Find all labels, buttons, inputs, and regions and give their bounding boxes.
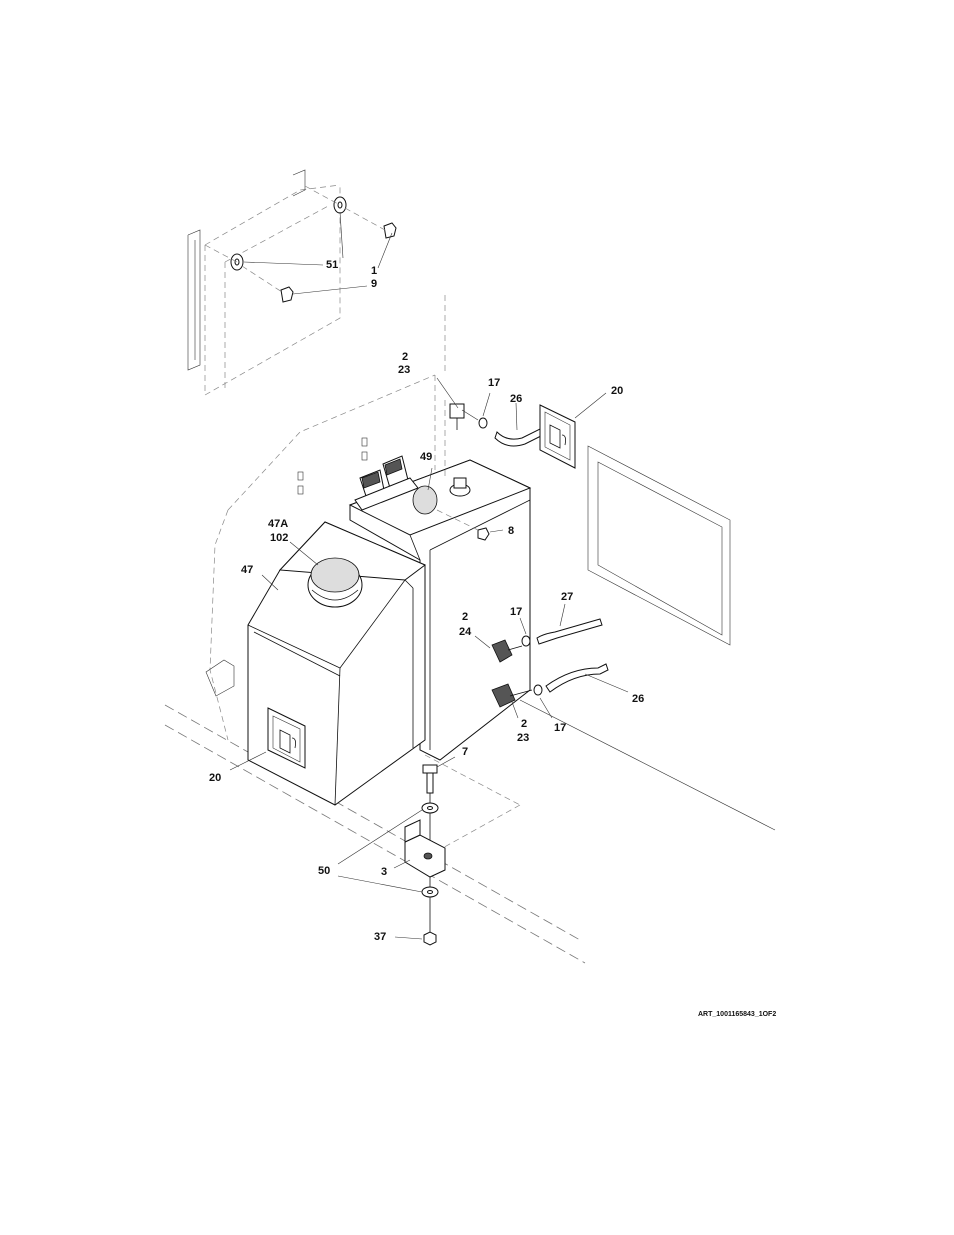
leader-51 [339,211,344,259]
ghost-mount-panel [205,295,446,741]
axis-line [344,207,386,231]
hose-26-lower [545,663,609,693]
callout-47: 47 [241,564,253,576]
callout-20-lower: 20 [209,772,221,784]
leader-50 [337,809,423,865]
leader-27 [559,603,566,627]
breather-fitting [449,477,471,497]
callout-3: 3 [381,866,387,878]
leader-3 [393,859,411,869]
washer-51-upper [333,196,347,214]
callout-51: 51 [326,259,338,271]
decal-20-top [539,404,576,469]
clamp-17-mid [521,635,531,647]
callout-2-top: 2 [402,351,408,363]
callout-23-top: 23 [398,364,410,376]
callout-17-top: 17 [488,377,500,389]
hose-26-top [494,427,546,447]
callout-9: 9 [371,278,377,290]
washer-51-lower [230,253,244,271]
leader-26-lower [584,673,629,693]
nut-37 [423,931,437,946]
callout-47a: 47A [268,518,288,530]
leader-102 [289,541,319,566]
leader-51 [243,261,324,266]
callout-37: 37 [374,931,386,943]
callout-24: 24 [459,626,472,638]
elbow-fitting-top [449,403,479,430]
axis-line [241,265,283,293]
bolt-7 [422,764,438,794]
hose-27 [536,618,603,645]
callout-2-mid: 2 [462,611,468,623]
leader-7 [436,756,456,768]
leader-49 [427,467,433,491]
callout-17-lower: 17 [554,722,566,734]
fitting-23-lower [491,683,533,708]
leader-37 [394,936,423,940]
clamp-17-top [478,417,488,429]
leader-20-lower [229,751,267,771]
leader-8 [489,529,504,533]
leader-26-top [515,402,518,431]
callout-26-lower: 26 [632,693,644,705]
leader-17-mid [519,617,527,635]
bracket-3 [404,819,446,878]
side-panel [587,445,731,646]
leader-47 [261,574,279,591]
washer-50-upper [421,802,439,814]
fitting-24 [491,639,523,663]
leader-50 [337,875,423,893]
leader-9 [292,285,368,295]
callout-102: 102 [270,532,288,544]
ghost-bracket-assembly [187,169,341,396]
leader-17-lower [539,697,553,719]
callout-49: 49 [420,451,432,463]
callout-20-top: 20 [611,385,623,397]
callout-8: 8 [508,525,514,537]
fitting-8 [436,509,490,541]
leader-23-lower [511,701,519,719]
art-reference: ART_1001165843_1OF2 [698,1011,776,1018]
callout-1: 1 [371,265,377,277]
callout-7: 7 [462,746,468,758]
leader-17-top [482,392,491,417]
decal-20-lower [267,707,306,769]
callout-2-lower: 2 [521,718,527,730]
axis-line [304,185,341,206]
callout-17-mid: 17 [510,606,522,618]
filler-cap [307,557,363,608]
leader-1 [377,232,393,269]
washer-50-lower [421,886,439,898]
leader-23-top [436,377,459,409]
leader-20-top [574,392,607,419]
floor-rails [164,699,776,964]
clamp-17-lower [533,684,543,696]
screw-9-lower [280,286,294,303]
sight-gauge-49 [412,485,438,515]
axis-line [204,244,238,263]
callout-50: 50 [318,865,330,877]
top-filters [354,455,419,511]
screw-1-upper [383,222,397,239]
callout-27: 27 [561,591,573,603]
callout-26-top: 26 [510,393,522,405]
leader-24 [474,635,491,649]
callout-23-lower: 23 [517,732,529,744]
